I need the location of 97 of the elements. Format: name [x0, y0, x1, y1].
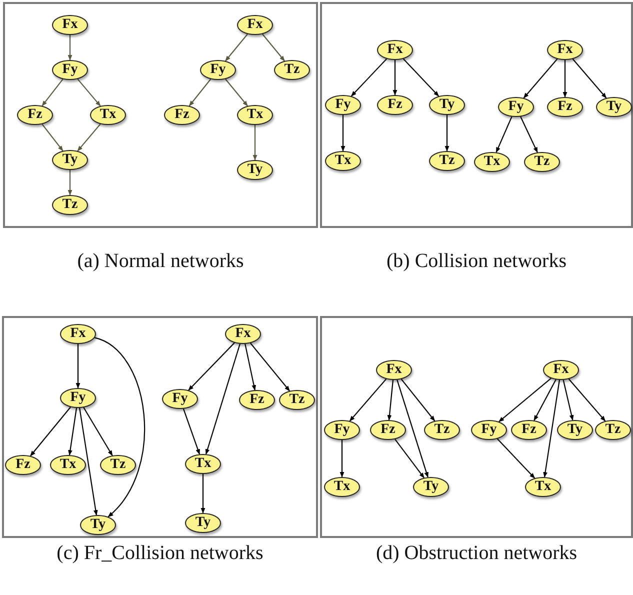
arrow [520, 116, 538, 153]
arrow [496, 438, 536, 479]
arrow [572, 58, 607, 98]
ellipse-node: Ty [557, 420, 593, 440]
ellipse-node: Tx [90, 105, 126, 125]
ellipse-node: Ty [80, 515, 116, 535]
arrow [402, 58, 440, 97]
panel-title: (b) Collision networks [386, 250, 566, 273]
ellipse-node: Fx [547, 40, 583, 60]
ellipse-node: Fz [5, 455, 41, 475]
arrow [396, 380, 428, 478]
arrow [225, 78, 248, 106]
ellipse-node: Tx [185, 454, 221, 474]
arrow [562, 380, 574, 421]
ellipse-node: Tx [474, 152, 510, 172]
arrow [534, 379, 556, 421]
ellipse-node: Fx [225, 324, 261, 344]
ellipse-node: Tz [274, 60, 310, 80]
ellipse-node: Tz [424, 420, 460, 440]
ellipse-node: Fx [52, 15, 88, 35]
arrow [350, 58, 388, 97]
ellipse-node: Ty [413, 477, 449, 497]
arrow [568, 378, 606, 422]
arrow [68, 408, 78, 456]
arrow [250, 342, 290, 392]
arrow [523, 58, 558, 98]
ellipse-node: Fz [164, 105, 200, 125]
ellipse-node: Ty [429, 95, 465, 115]
arrow [42, 124, 64, 152]
arrow [252, 125, 258, 161]
arrow [349, 378, 387, 422]
arrow [83, 407, 113, 456]
arrow [340, 440, 344, 478]
ellipse-node: Fx [60, 324, 96, 344]
ellipse-node: Tz [52, 195, 88, 215]
arrow [394, 438, 424, 478]
panel-title: (c) Fr_Collision networks [56, 542, 264, 565]
ellipse-node: Fy [498, 97, 534, 117]
ellipse-node: Tx [525, 477, 561, 497]
panel-title: (a) Normal networks [77, 250, 244, 273]
arrow [262, 34, 285, 62]
arrow [543, 380, 560, 478]
ellipse-node: Tx [324, 477, 360, 497]
ellipse-node: Tz [524, 152, 560, 172]
arrow [392, 60, 398, 96]
arrow [76, 344, 80, 389]
ellipse-node: Fz [547, 97, 583, 117]
arrow [225, 34, 248, 62]
ellipse-node: Tz [279, 390, 315, 410]
ellipse-node: Fy [325, 95, 361, 115]
ellipse-node: Fy [52, 60, 88, 80]
arrow [30, 406, 71, 456]
ellipse-node: Fx [237, 15, 273, 35]
ellipse-node: Tx [50, 455, 86, 475]
ellipse-node: Fz [239, 390, 275, 410]
arrow [244, 344, 256, 391]
arrow [68, 35, 72, 61]
ellipse-node: Fx [377, 40, 413, 60]
ellipse-node: Tx [237, 105, 273, 125]
arrow [42, 78, 64, 106]
ellipse-node: Fz [377, 95, 413, 115]
ellipse-node: Ty [52, 150, 88, 170]
arrow [387, 380, 394, 421]
arrow [562, 60, 568, 98]
arrow [94, 337, 146, 518]
ellipse-node: Fx [543, 360, 579, 380]
ellipse-node: Ty [237, 160, 273, 180]
arrow [444, 115, 450, 152]
arrow [498, 378, 552, 422]
arrow [77, 124, 101, 152]
ellipse-node: Tz [429, 151, 465, 171]
ellipse-node: Fz [511, 420, 547, 440]
ellipse-node: Fy [471, 420, 507, 440]
panel-title: (d) Obstruction networks [376, 542, 578, 565]
arrow [182, 408, 200, 455]
arrow [188, 342, 235, 391]
ellipse-node: Fz [17, 105, 53, 125]
arrow [68, 170, 72, 196]
ellipse-node: Ty [596, 97, 632, 117]
ellipse-node: Fy [162, 389, 198, 409]
arrow [496, 116, 512, 153]
ellipse-node: Tz [100, 455, 136, 475]
arrow [77, 78, 101, 106]
arrow [340, 115, 346, 152]
ellipse-node: Fy [324, 420, 360, 440]
ellipse-node: Tz [595, 420, 631, 440]
arrow [200, 474, 206, 514]
arrow [188, 78, 212, 106]
ellipse-node: Fx [376, 360, 412, 380]
arrow [205, 344, 240, 455]
ellipse-node: Tx [325, 151, 361, 171]
ellipse-node: Fy [60, 388, 96, 408]
arrow [79, 408, 98, 516]
ellipse-node: Fz [370, 420, 406, 440]
arrow [400, 378, 436, 422]
ellipse-node: Fy [200, 60, 236, 80]
ellipse-node: Ty [185, 513, 221, 533]
